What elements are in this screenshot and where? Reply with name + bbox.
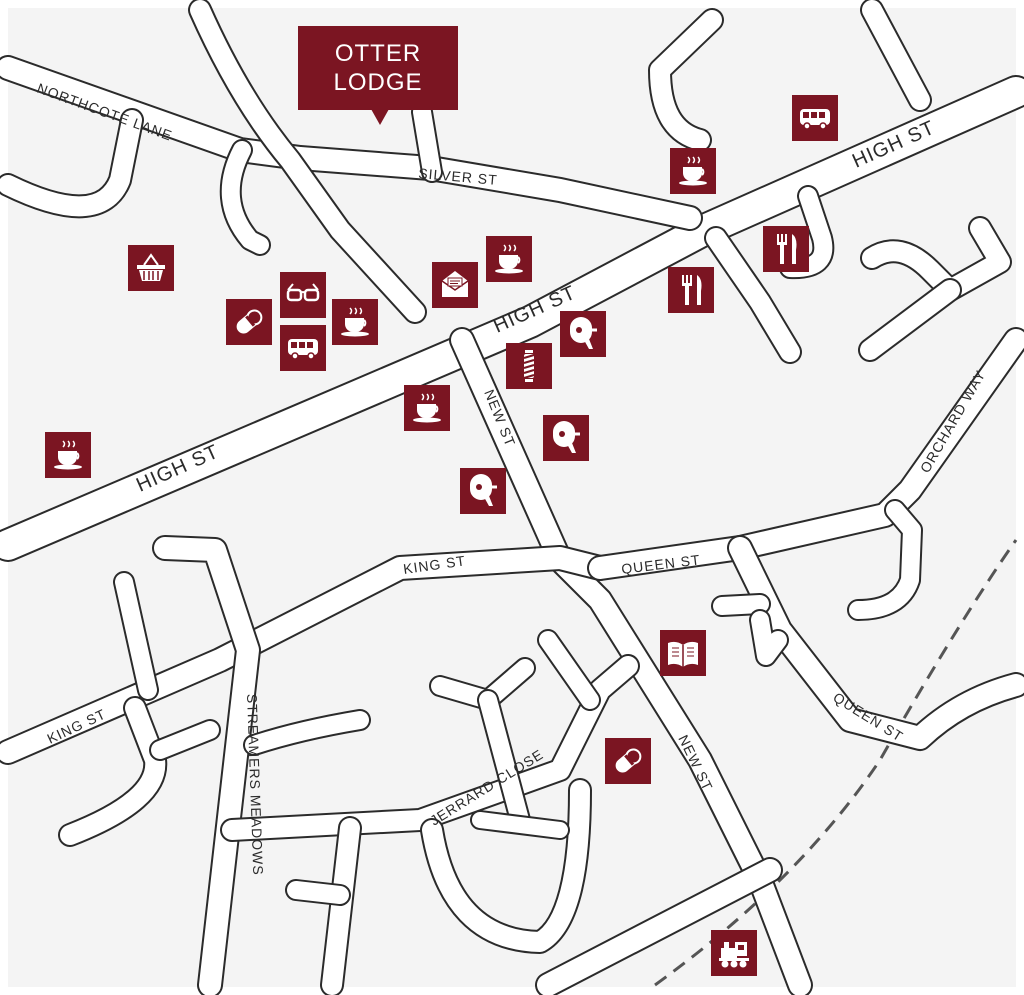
bus-icon-glyph (288, 339, 318, 360)
road-north-cafe-road (648, 8, 724, 152)
library-icon[interactable] (660, 630, 706, 676)
shopping-basket-icon[interactable] (128, 245, 174, 291)
label-streamers-meadows: STREAMERS MEADOWS (244, 694, 266, 876)
pharmacy-icon[interactable] (226, 299, 272, 345)
bus-icon[interactable] (792, 95, 838, 141)
cafe-icon[interactable] (670, 148, 716, 194)
road-queen-spur-a (711, 593, 771, 617)
railway-station-icon-glyph (719, 942, 749, 968)
cafe-icon-glyph (54, 440, 82, 470)
road-jerrard-loop (420, 778, 592, 954)
pharmacy-icon-glyph (236, 309, 263, 334)
road-north-road-b (860, 0, 932, 112)
road-kink-spur (219, 139, 271, 256)
restaurant-icon-glyph (777, 234, 797, 264)
cafe-icon[interactable] (45, 432, 91, 478)
post-office-icon-glyph (441, 271, 469, 297)
cafe-icon-glyph (495, 244, 523, 274)
shopping-basket-icon-glyph (137, 253, 165, 281)
road-otter-lodge-lane (411, 101, 443, 183)
hairdresser-icon-glyph (553, 421, 580, 453)
road-jerrard-inner (470, 810, 570, 840)
road-northcote-lane (0, 55, 703, 231)
otter-lodge-pointer (371, 109, 389, 125)
cafe-icon[interactable] (332, 299, 378, 345)
road-south-spur (320, 816, 362, 995)
otter-lodge-marker[interactable]: OTTER LODGE (298, 26, 458, 110)
barber-icon-glyph (523, 350, 535, 382)
hairdresser-icon[interactable] (543, 415, 589, 461)
cafe-icon-glyph (341, 307, 369, 337)
road-west-spur-a (113, 571, 159, 701)
road-northcote-west-spur (0, 108, 144, 219)
barber-icon[interactable] (506, 343, 552, 389)
library-icon-glyph (668, 641, 698, 667)
bus-icon[interactable] (280, 325, 326, 371)
road-queen-spur-b (749, 609, 789, 667)
restaurant-icon[interactable] (668, 267, 714, 313)
road-jerrard-north-c (537, 629, 601, 711)
cafe-icon-glyph (679, 156, 707, 186)
cafe-icon[interactable] (404, 385, 450, 431)
optician-icon[interactable] (280, 272, 326, 318)
road-high-st (0, 75, 1024, 562)
road-new-st (449, 327, 813, 995)
road-queen-st (587, 327, 1024, 581)
otter-lodge-line2: LODGE (333, 69, 423, 96)
road-east-square-b (858, 278, 962, 362)
optician-icon-glyph (286, 283, 320, 302)
hairdresser-icon[interactable] (560, 311, 606, 357)
road-jerrard-north-b (477, 689, 531, 831)
road-queen-st-south (727, 535, 1024, 751)
hairdresser-icon-glyph (570, 317, 597, 349)
restaurant-icon[interactable] (763, 226, 809, 272)
road-east-branch (704, 226, 802, 364)
road-south-east-road (535, 857, 783, 995)
road-west-spur-c (149, 719, 221, 761)
cafe-icon[interactable] (486, 236, 532, 282)
label-silver-st: SILVER ST (418, 165, 499, 188)
hairdresser-icon[interactable] (460, 468, 506, 514)
otter-lodge-line1: OTTER (334, 40, 422, 67)
bus-icon-glyph (800, 109, 830, 130)
cafe-icon-glyph (413, 393, 441, 423)
post-office-icon[interactable] (432, 262, 478, 308)
road-streamers-meadows (152, 535, 261, 995)
road-orchard-loop (847, 499, 923, 621)
pharmacy-icon-glyph (615, 748, 642, 773)
railway-station-icon[interactable] (711, 930, 757, 976)
pharmacy-icon[interactable] (605, 738, 651, 784)
road-east-spur-a (243, 709, 371, 756)
road-west-spur-b (58, 696, 168, 847)
road-silver-st-north (188, 0, 427, 324)
road-south-spur-b (285, 879, 351, 906)
hairdresser-icon-glyph (470, 474, 497, 506)
restaurant-icon-glyph (682, 275, 702, 305)
railway-line (654, 539, 1018, 987)
